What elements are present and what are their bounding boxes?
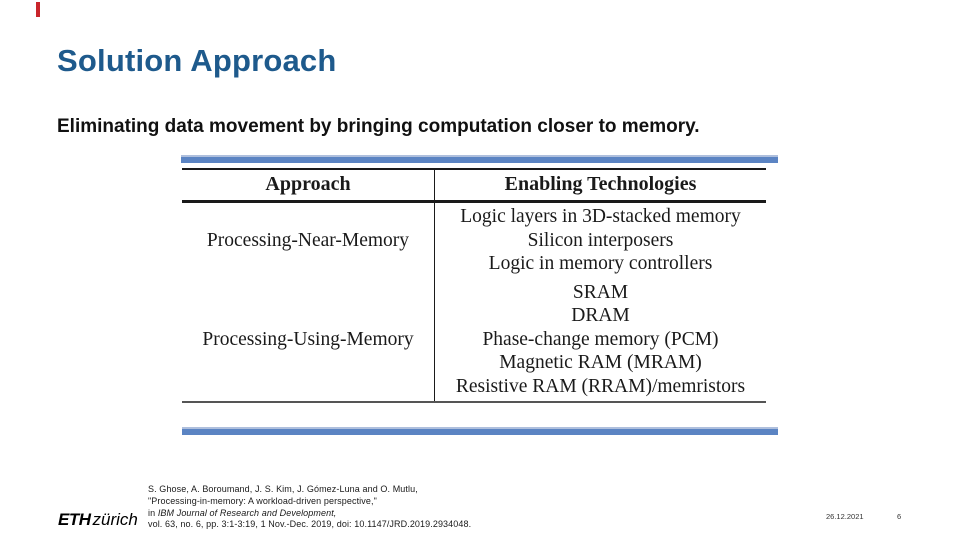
tech-line: SRAM [572,281,629,303]
column-header-approach: Approach [182,170,435,200]
citation-line: S. Ghose, A. Boroumand, J. S. Kim, J. Gó… [148,484,418,494]
tech-line: Magnetic RAM (MRAM) [499,352,702,373]
logo-city-text: zürich [92,510,138,529]
approach-cell: Processing-Using-Memory [182,278,435,401]
tech-line: Phase-change memory (PCM) [482,328,719,350]
tech-line: DRAM [571,305,630,326]
tech-line: Logic in memory controllers [488,253,713,274]
citation-line: "Processing-in-memory: A workload-driven… [148,495,377,506]
citation-line: in IBM Journal of Research and Developme… [148,507,337,518]
table-row: Processing-Near-Memory Logic layers in 3… [182,203,766,279]
top-accent-bar [181,155,778,163]
tech-line: Silicon interposers [527,229,674,251]
journal-name: IBM Journal of Research and Development, [157,507,337,518]
column-header-enabling-technologies: Enabling Technologies [504,173,697,195]
logo-eth-text: ETH [58,510,91,529]
red-accent-mark [36,2,40,17]
tech-line: Resistive RAM (RRAM)/memristors [455,375,746,397]
slide-subtitle: Eliminating data movement by bringing co… [57,116,700,137]
citation-line: vol. 63, no. 6, pp. 3:1-3:19, 1 Nov.-Dec… [148,519,472,530]
bottom-accent-bar [182,427,778,435]
page-title: Solution Approach [57,42,337,78]
citation-block: S. Ghose, A. Boroumand, J. S. Kim, J. Gó… [148,484,471,531]
approach-cell: Processing-Near-Memory [182,203,435,279]
slide-date: 26.12.2021 [826,512,864,521]
slide-page-number: 6 [897,512,902,521]
tech-line: Logic layers in 3D-stacked memory [460,206,741,227]
table-header-row: Approach Enabling Technologies [182,170,766,203]
pim-approaches-table: Approach Enabling Technologies Processin… [182,168,766,403]
